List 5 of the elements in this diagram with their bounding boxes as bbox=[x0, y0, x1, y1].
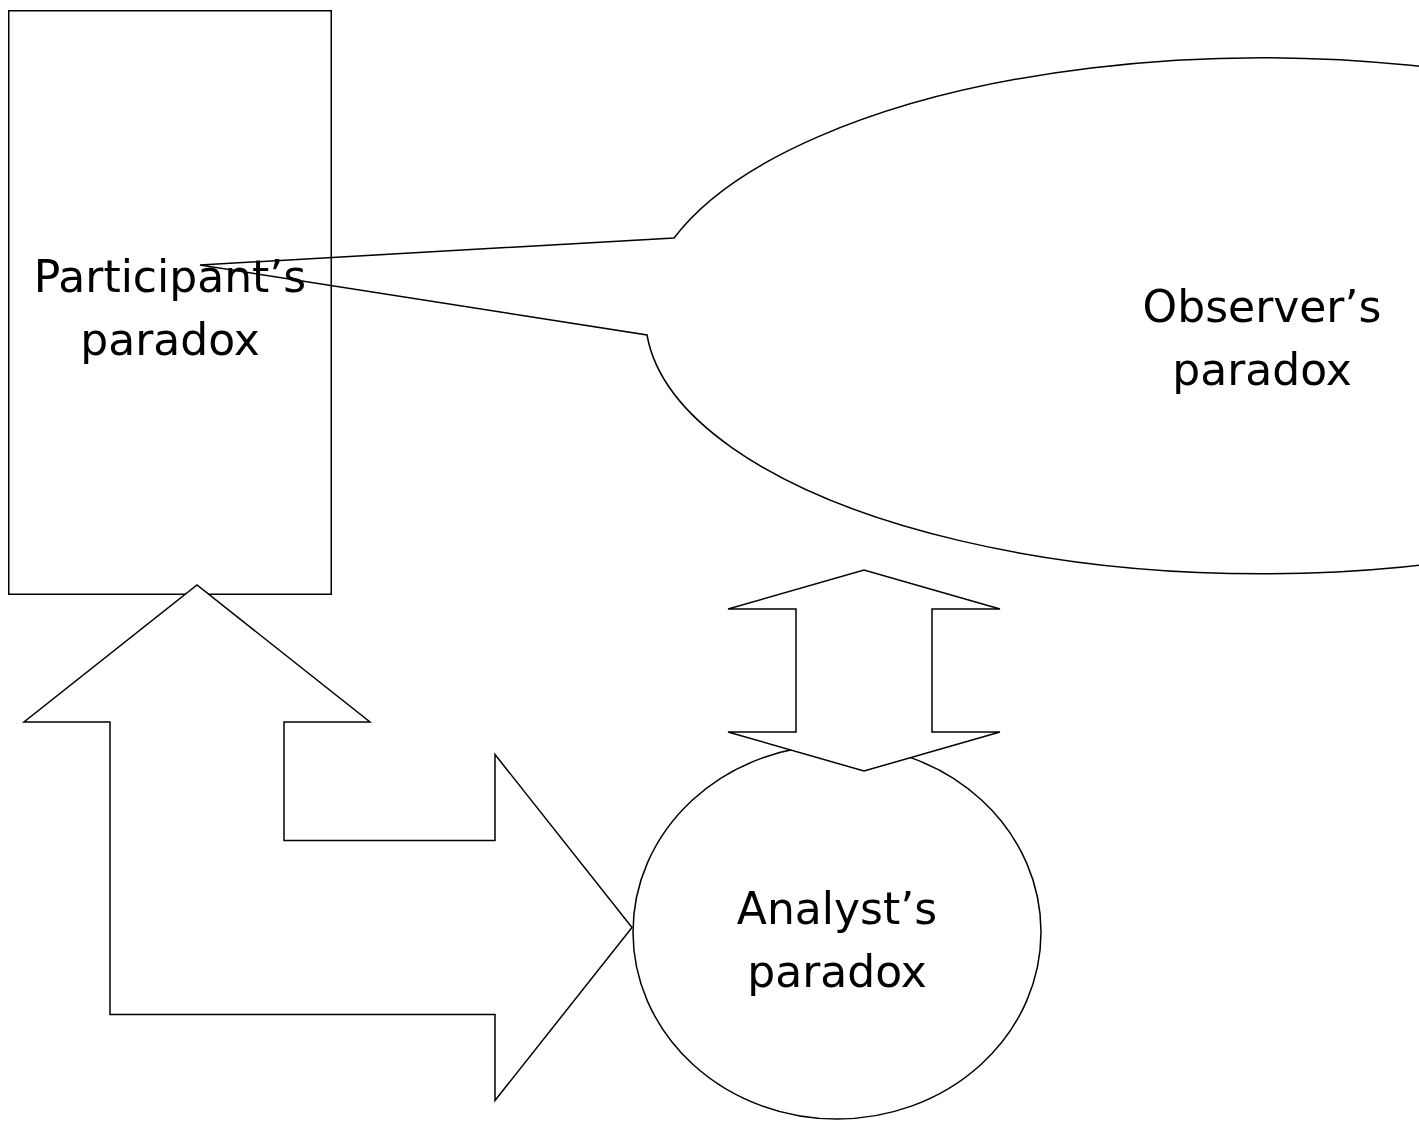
node-label: Analyst’s paradox bbox=[735, 882, 939, 999]
node-label: Participant’s paradox bbox=[32, 250, 308, 367]
block-arrow bbox=[21, 584, 633, 1103]
block-arrow bbox=[727, 569, 1001, 772]
node-label: Observer’s paradox bbox=[1141, 280, 1383, 397]
